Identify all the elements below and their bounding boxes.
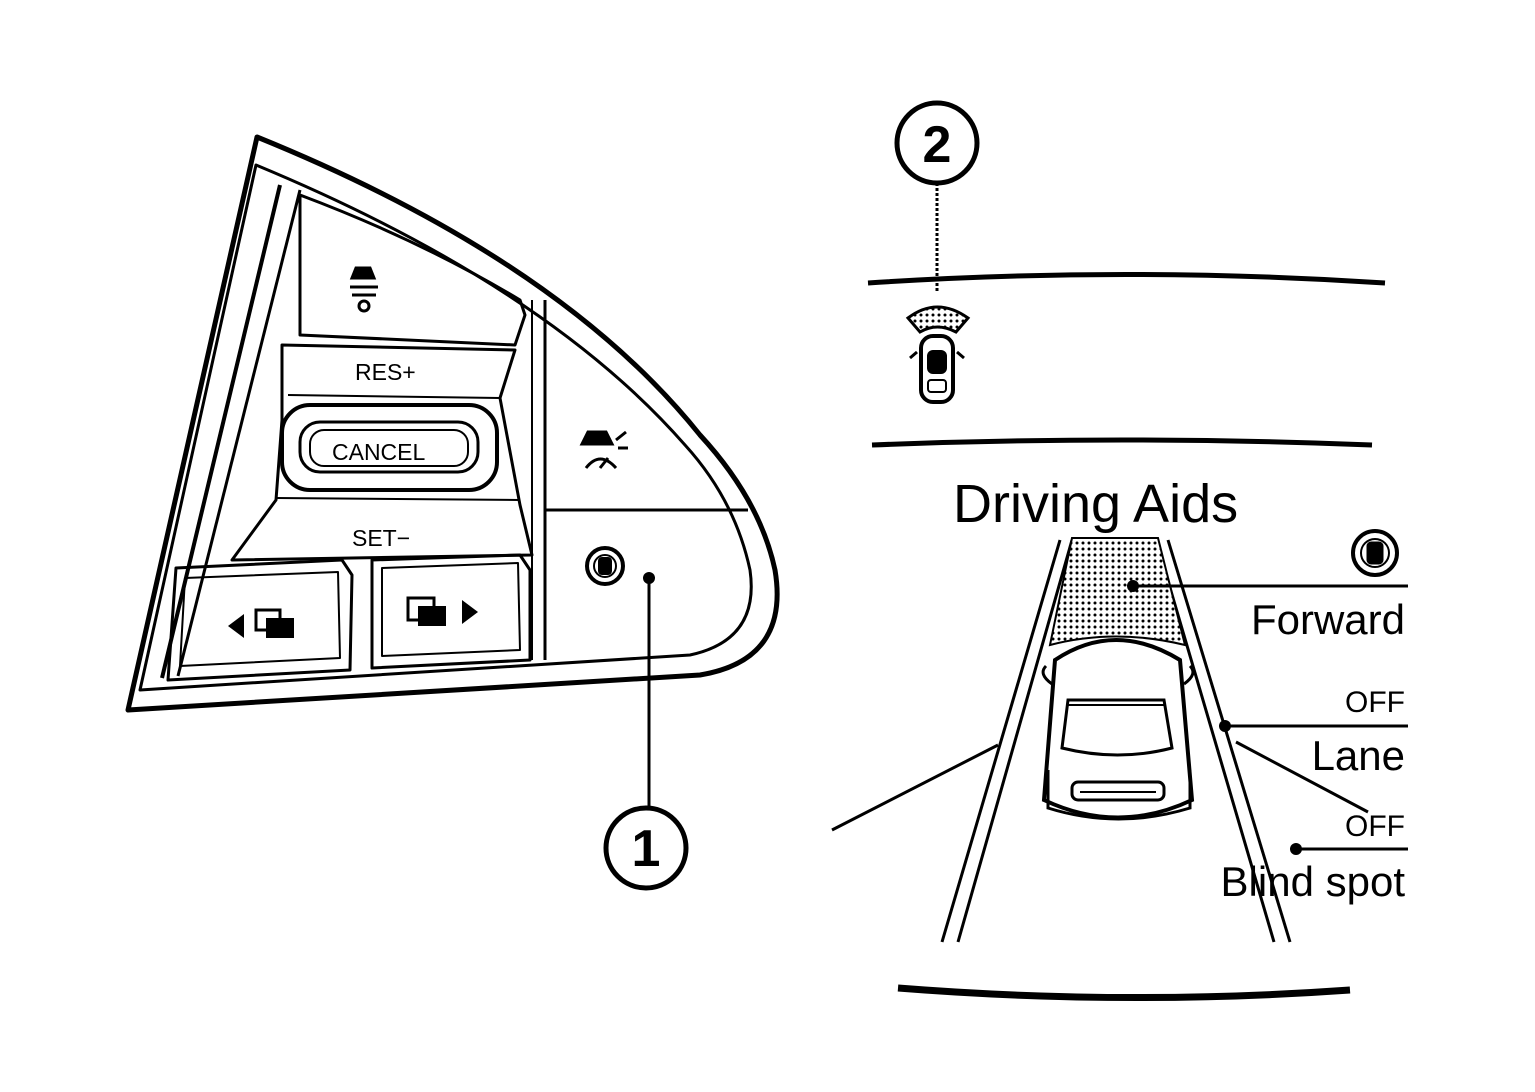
lane-label: Lane <box>1312 732 1405 779</box>
driving-aids-switch[interactable] <box>585 546 625 586</box>
display-next-button[interactable] <box>370 553 532 670</box>
distance-icon <box>349 266 378 313</box>
display-divider <box>871 437 1373 448</box>
intelligent-cruise-icon <box>579 430 628 470</box>
callout-2: 2 <box>894 100 980 292</box>
switch-housing-outline <box>125 134 780 713</box>
forward-zone <box>1048 537 1187 647</box>
lane-status: OFF <box>1345 686 1405 719</box>
blind-spot-leader <box>1290 843 1408 855</box>
arrow-left-icon <box>228 608 294 638</box>
forward-emergency-braking-indicator-icon <box>905 305 971 404</box>
display-bottom-edge <box>897 984 1351 1002</box>
blind-spot-diagonal <box>1235 740 1369 814</box>
lane-leader <box>1219 720 1408 732</box>
switch-housing-inner <box>138 163 753 692</box>
distance-button[interactable] <box>298 193 527 347</box>
forward-leader <box>1127 580 1408 592</box>
set-label: SET− <box>352 525 410 551</box>
arrow-right-icon <box>406 596 478 626</box>
steering-switch-panel <box>125 134 780 713</box>
display-title: Driving Aids <box>953 474 1238 534</box>
driving-aids-icon <box>1351 529 1399 577</box>
forward-label: Forward <box>1251 596 1405 643</box>
res-label: RES+ <box>355 359 416 385</box>
vehicle-icon <box>1041 638 1195 821</box>
cancel-label: CANCEL <box>332 439 426 465</box>
display-top-edge <box>867 272 1386 286</box>
callout-2-number: 2 <box>923 116 952 174</box>
display-prev-button[interactable] <box>166 558 354 682</box>
callout-1-number: 1 <box>632 820 661 878</box>
blind-spot-label: Blind spot <box>1221 858 1406 905</box>
callout-1: 1 <box>603 572 689 891</box>
driving-aids-switch-icon <box>593 554 617 578</box>
display-screen: Driving Aids <box>831 272 1408 1002</box>
blind-spot-status: OFF <box>1345 810 1405 843</box>
cancel-button[interactable] <box>280 403 499 492</box>
